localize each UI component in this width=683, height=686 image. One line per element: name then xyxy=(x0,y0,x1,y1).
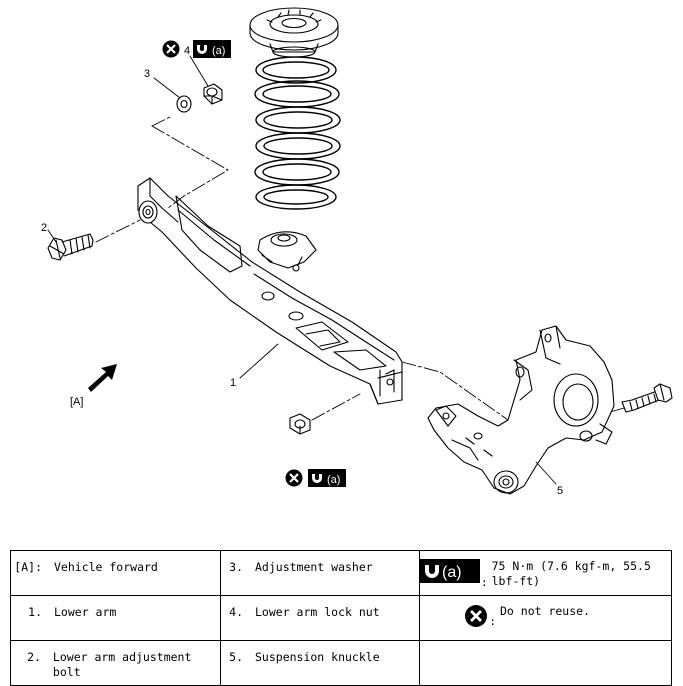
lower-spring-seat xyxy=(257,231,317,272)
legend-text: Lower arm lock nut xyxy=(255,605,380,619)
do-not-reuse-icon xyxy=(285,469,303,487)
upper-spring-seat xyxy=(249,7,339,58)
torque-tag: (a) xyxy=(327,474,340,486)
callout-5: 5 xyxy=(557,485,563,497)
legend-ref: [A]: xyxy=(14,560,42,574)
torque-tag: (a) xyxy=(442,564,462,581)
lower-arm-lock-nut-upper xyxy=(203,83,223,105)
lower-arm-lock-nut-lower xyxy=(289,413,311,435)
coil-spring xyxy=(254,56,341,210)
legend-number: 2. xyxy=(27,650,41,664)
lower-arm-adjustment-bolt xyxy=(47,233,94,261)
torque-wrench-icon: (a) xyxy=(193,40,231,58)
legend-text: Adjustment washer xyxy=(255,560,373,574)
callout-4: 4 xyxy=(184,45,190,57)
legend-empty-cell xyxy=(419,640,672,686)
torque-wrench-icon: (a) xyxy=(308,469,346,487)
callout-1: 1 xyxy=(230,377,236,389)
legend-text: Vehicle forward xyxy=(54,560,158,574)
suspension-exploded-diagram: (a) (a) 4 3 2 1 5 [A] xyxy=(41,7,673,497)
suspension-knuckle xyxy=(427,325,615,495)
knuckle-bolt xyxy=(621,383,673,413)
legend-table: [A]: Vehicle forward 3. Adjustment washe… xyxy=(10,550,672,686)
legend-row: [A]: Vehicle forward 3. Adjustment washe… xyxy=(10,550,672,596)
legend-row: 1. Lower arm 4. Lower arm lock nut : Do … xyxy=(10,595,672,641)
legend-text: Lower arm adjustment bolt xyxy=(52,650,192,679)
legend-number: 3. xyxy=(229,560,243,574)
lower-arm xyxy=(137,177,403,405)
legend-colon: : xyxy=(489,615,496,628)
do-not-reuse-icon xyxy=(162,40,180,58)
legend-text: Lower arm xyxy=(54,605,117,619)
leader-lines xyxy=(47,55,557,485)
adjustment-washer xyxy=(176,95,192,113)
do-not-reuse-icon xyxy=(465,605,488,627)
torque-tag: (a) xyxy=(212,45,225,57)
callout-2: 2 xyxy=(41,222,47,234)
legend-text: Suspension knuckle xyxy=(255,650,380,664)
legend-number: 4. xyxy=(229,605,243,619)
legend-number: 5. xyxy=(229,650,243,664)
torque-wrench-icon: (a) xyxy=(420,559,480,583)
legend-number: 1. xyxy=(28,605,42,619)
legend-colon: : xyxy=(481,576,488,589)
callout-a: [A] xyxy=(70,396,83,408)
torque-spec: 75 N·m (7.6 kgf-m, 55.5 lbf-ft) xyxy=(491,559,651,588)
legend-row: 2. Lower arm adjustment bolt 5. Suspensi… xyxy=(10,640,672,686)
callout-3: 3 xyxy=(144,68,150,80)
legend-text: Do not reuse. xyxy=(500,604,591,618)
forward-arrow-icon xyxy=(88,364,117,392)
